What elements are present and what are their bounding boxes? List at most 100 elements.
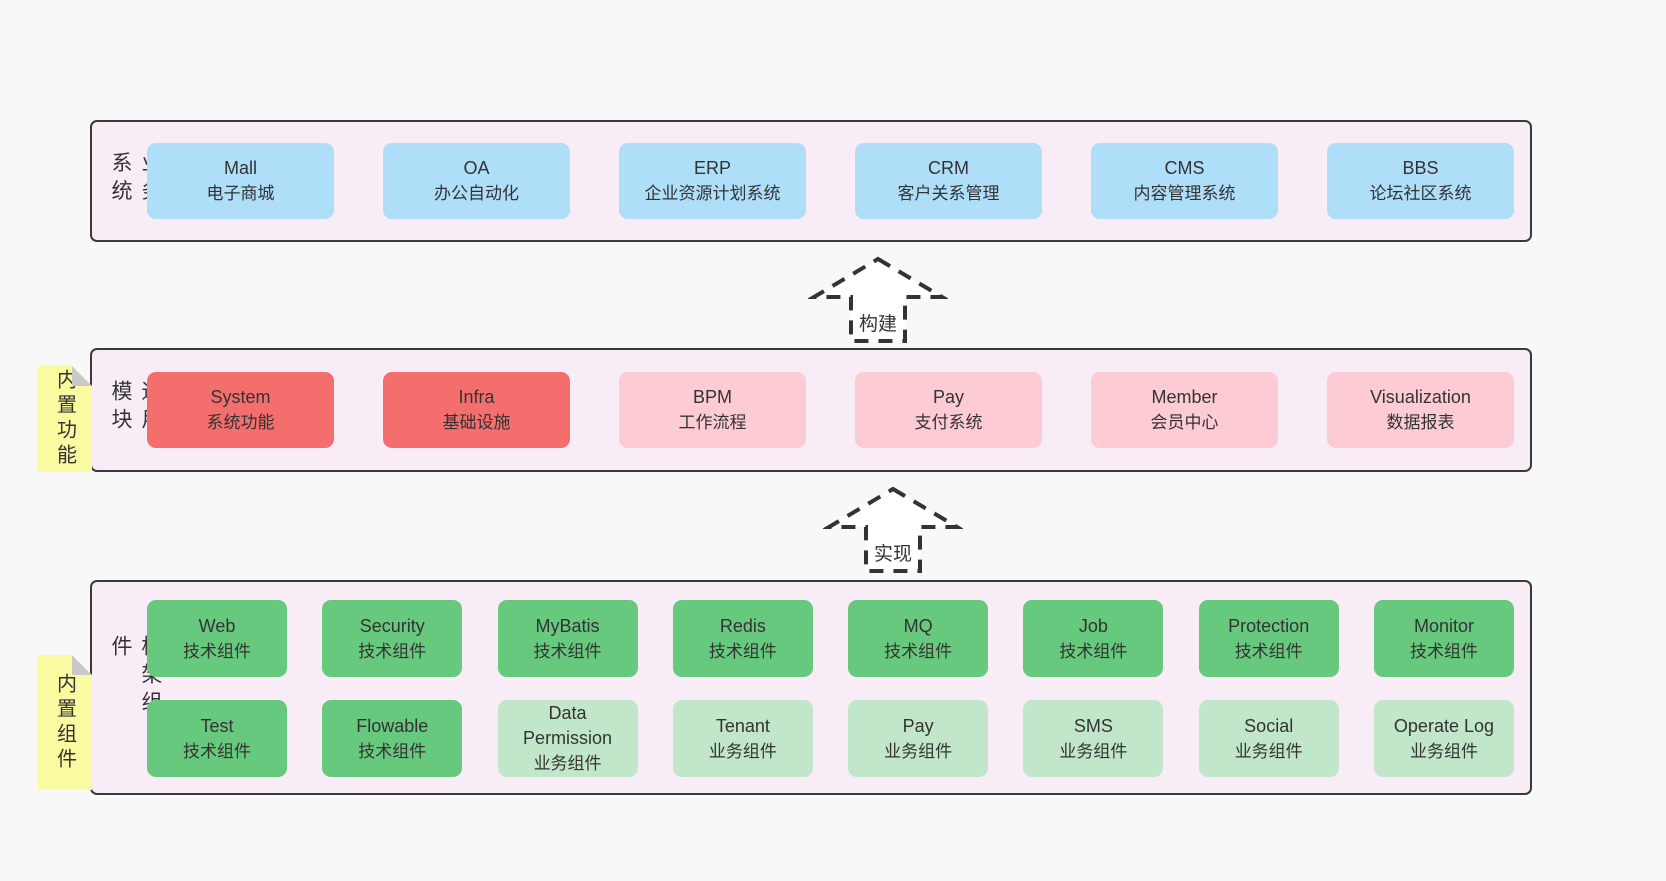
box-title: Pay bbox=[932, 387, 965, 407]
component-box-test: Test 技术组件 bbox=[147, 700, 287, 777]
box-title: Web bbox=[198, 615, 236, 636]
box-title: Monitor bbox=[1413, 615, 1474, 636]
box-subtitle: 内容管理系统 bbox=[1133, 184, 1236, 203]
box-subtitle: 技术组件 bbox=[358, 641, 427, 661]
box-title: MQ bbox=[903, 615, 933, 636]
component-box-flowable: Flowable 技术组件 bbox=[322, 700, 463, 777]
box-title: Security bbox=[359, 615, 425, 636]
component-box-job: Job 技术组件 bbox=[1023, 600, 1164, 677]
folded-corner-icon bbox=[72, 366, 92, 386]
business-box-mall: Mall 电子商城 bbox=[147, 143, 334, 219]
component-box-security: Security 技术组件 bbox=[322, 600, 463, 677]
box-subtitle: 客户关系管理 bbox=[897, 184, 1000, 203]
build-arrow: 构建 bbox=[808, 256, 948, 344]
module-box-pay: Pay 支付系统 bbox=[855, 372, 1042, 448]
box-title: Flowable bbox=[356, 715, 429, 736]
component-box-tenant: Tenant 业务组件 bbox=[672, 700, 813, 777]
box-subtitle: 技术组件 bbox=[1409, 641, 1478, 661]
box-subtitle: 企业资源计划系统 bbox=[644, 184, 781, 203]
box-title: Pay bbox=[902, 715, 934, 736]
box-title: Test bbox=[200, 715, 234, 736]
implement-arrow: 实现 bbox=[823, 486, 963, 574]
box-title: CMS bbox=[1164, 158, 1205, 178]
box-title: Member bbox=[1151, 387, 1218, 407]
box-title: System bbox=[210, 387, 271, 407]
module-box-visualization: Visualization 数据报表 bbox=[1327, 372, 1514, 448]
component-box-mq: MQ 技术组件 bbox=[848, 600, 989, 677]
component-box-protection: Protection 技术组件 bbox=[1198, 600, 1339, 677]
component-box-social: Social 业务组件 bbox=[1198, 700, 1339, 777]
business-box-erp: ERP 企业资源计划系统 bbox=[619, 143, 806, 219]
built-in-components-note: 内置组件 bbox=[38, 655, 92, 790]
box-subtitle: 电子商城 bbox=[206, 184, 275, 203]
box-title: Operate Log bbox=[1393, 715, 1494, 736]
component-box-monitor: Monitor 技术组件 bbox=[1373, 600, 1514, 677]
module-box-member: Member 会员中心 bbox=[1091, 372, 1278, 448]
box-title: BPM bbox=[692, 387, 732, 407]
box-subtitle: 业务组件 bbox=[1234, 741, 1303, 761]
box-title: Redis bbox=[719, 615, 766, 636]
box-subtitle: 技术组件 bbox=[183, 641, 251, 661]
box-title: Infra bbox=[458, 387, 495, 407]
component-box-operate-log: Operate Log 业务组件 bbox=[1373, 700, 1514, 777]
box-subtitle: 系统功能 bbox=[206, 413, 275, 432]
box-subtitle: 业务组件 bbox=[533, 754, 602, 773]
box-title: CRM bbox=[928, 158, 969, 178]
business-box-bbs: BBS 论坛社区系统 bbox=[1327, 143, 1514, 219]
box-title: ERP bbox=[693, 158, 731, 178]
up-arrow-icon bbox=[808, 256, 948, 343]
box-subtitle: 基础设施 bbox=[442, 413, 511, 432]
box-title: Tenant bbox=[715, 715, 770, 736]
business-box-crm: CRM 客户关系管理 bbox=[855, 143, 1042, 219]
modules-box-row: System 系统功能 Infra 基础设施 BPM 工作流程 Pay 支付系统… bbox=[147, 372, 1514, 448]
box-title: OA bbox=[463, 158, 490, 178]
note-text: 内置功能 bbox=[53, 369, 76, 469]
component-box-mybatis: MyBatis 技术组件 bbox=[497, 600, 638, 677]
box-title: Social bbox=[1244, 715, 1294, 736]
box-subtitle: 业务组件 bbox=[1059, 741, 1128, 761]
box-title: BBS bbox=[1402, 158, 1439, 178]
box-title: Job bbox=[1078, 615, 1108, 636]
framework-components-layer: 框架组件 Web 技术组件 Security 技术组件 MyBatis 技术组件… bbox=[90, 580, 1532, 795]
component-box-web: Web 技术组件 bbox=[147, 600, 287, 677]
box-subtitle: 技术组件 bbox=[183, 741, 251, 761]
common-modules-layer: 通用模块 System 系统功能 Infra 基础设施 BPM 工作流程 Pay… bbox=[90, 348, 1532, 472]
box-subtitle: 技术组件 bbox=[358, 741, 427, 761]
business-box-row: Mall 电子商城 OA 办公自动化 ERP 企业资源计划系统 CRM 客户关系… bbox=[147, 143, 1514, 219]
folded-corner-icon bbox=[72, 655, 92, 675]
business-systems-layer: 业务系统 Mall 电子商城 OA 办公自动化 ERP 企业资源计划系统 CRM… bbox=[90, 120, 1532, 242]
business-box-oa: OA 办公自动化 bbox=[383, 143, 570, 219]
box-subtitle: 技术组件 bbox=[1059, 641, 1128, 661]
built-in-features-note: 内置功能 bbox=[38, 366, 92, 472]
module-box-system: System 系统功能 bbox=[147, 372, 334, 448]
component-box-redis: Redis 技术组件 bbox=[672, 600, 813, 677]
component-box-pay: Pay 业务组件 bbox=[848, 700, 989, 777]
component-box-data-permission: Data Permission 业务组件 bbox=[497, 700, 638, 777]
box-subtitle: 业务组件 bbox=[708, 741, 777, 761]
box-title: Mall bbox=[223, 158, 257, 178]
box-subtitle: 技术组件 bbox=[1234, 641, 1303, 661]
components-box-row-2: Test 技术组件 Flowable 技术组件 Data Permission … bbox=[147, 700, 1514, 777]
box-subtitle: 办公自动化 bbox=[434, 184, 519, 203]
box-subtitle: 工作流程 bbox=[678, 413, 747, 432]
box-subtitle: 数据报表 bbox=[1386, 413, 1455, 432]
box-subtitle: 论坛社区系统 bbox=[1369, 184, 1472, 203]
box-subtitle: 技术组件 bbox=[533, 641, 602, 661]
note-text: 内置组件 bbox=[53, 672, 76, 773]
box-title: MyBatis bbox=[535, 615, 600, 636]
box-subtitle: 支付系统 bbox=[914, 413, 983, 432]
business-box-cms: CMS 内容管理系统 bbox=[1091, 143, 1278, 219]
box-subtitle: 技术组件 bbox=[884, 641, 953, 661]
components-box-row-1: Web 技术组件 Security 技术组件 MyBatis 技术组件 Redi… bbox=[147, 600, 1514, 677]
implement-arrow-label: 实现 bbox=[870, 539, 916, 566]
box-title: Visualization bbox=[1370, 387, 1471, 407]
box-title: Protection bbox=[1228, 615, 1310, 636]
up-arrow-icon bbox=[823, 486, 963, 573]
box-subtitle: 业务组件 bbox=[1409, 741, 1478, 761]
box-title: SMS bbox=[1073, 715, 1113, 736]
build-arrow-label: 构建 bbox=[855, 309, 901, 336]
module-box-bpm: BPM 工作流程 bbox=[619, 372, 806, 448]
box-subtitle: 技术组件 bbox=[708, 641, 777, 661]
box-subtitle: 业务组件 bbox=[884, 741, 953, 761]
module-box-infra: Infra 基础设施 bbox=[383, 372, 570, 448]
